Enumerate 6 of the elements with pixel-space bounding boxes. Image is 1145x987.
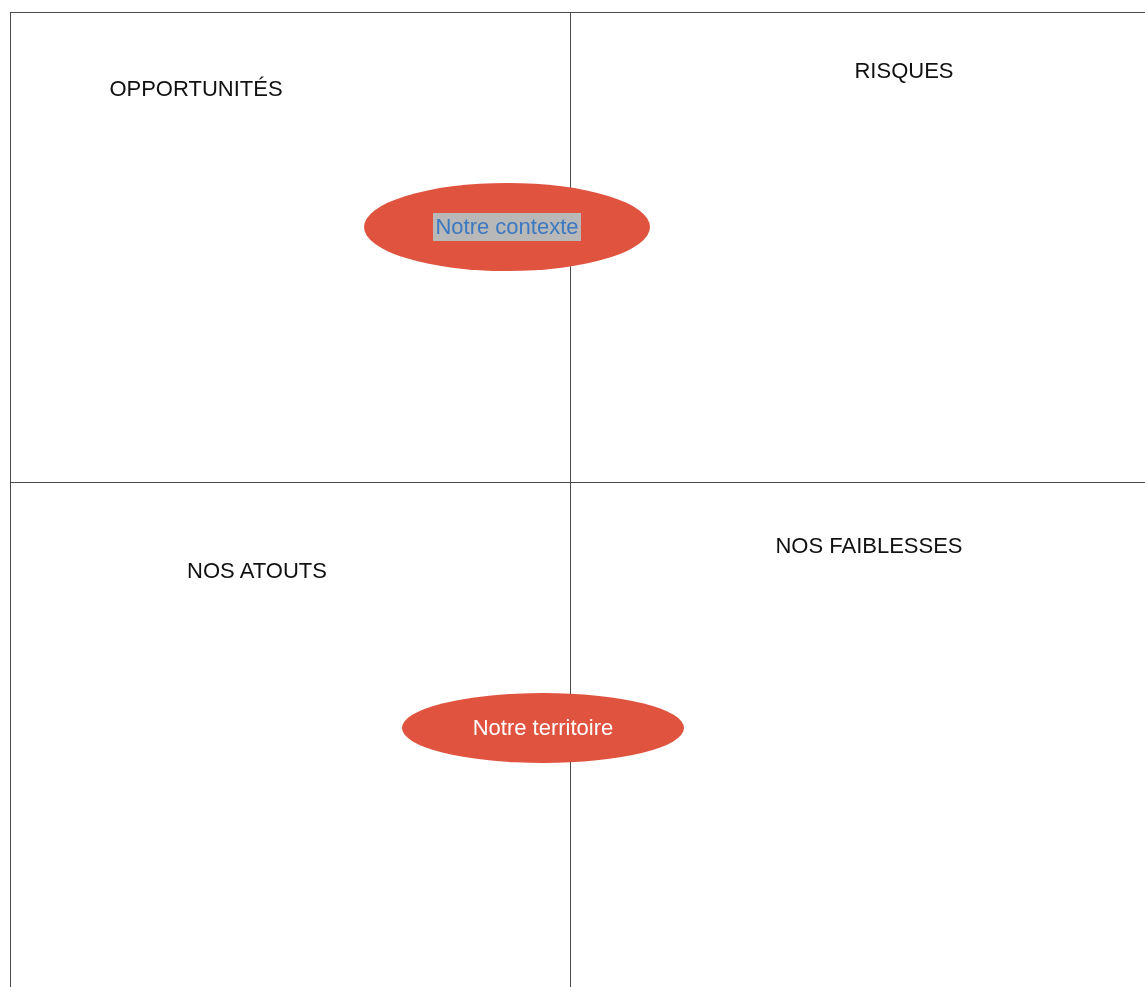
quadrant-heading: OPPORTUNITÉS xyxy=(109,76,283,102)
ellipse-label: Notre territoire xyxy=(472,715,614,741)
ellipse-label: Notre contexte xyxy=(433,213,581,241)
quadrant-heading: NOS FAIBLESSES xyxy=(775,533,963,559)
quadrant-heading: RISQUES xyxy=(854,58,954,84)
quadrant-heading: NOS ATOUTS xyxy=(187,558,327,584)
